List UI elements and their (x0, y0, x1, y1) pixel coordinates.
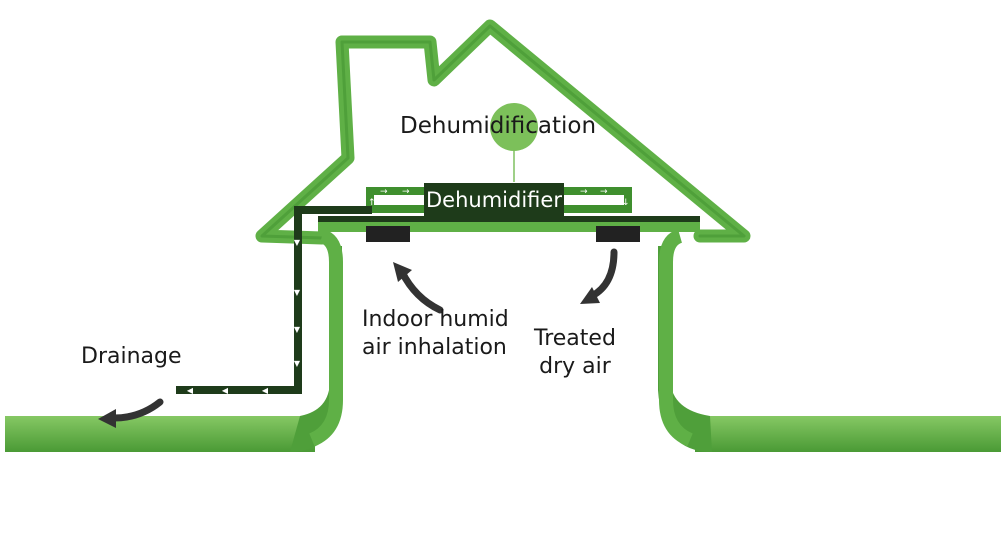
treated-air-label: Treated dry air (534, 325, 616, 381)
dehumidifier-label: Dehumidifier (426, 188, 562, 212)
svg-text:▼: ▼ (294, 238, 301, 247)
dehumidifier-box (424, 183, 564, 217)
dehumidification-circle (490, 103, 538, 151)
svg-text:◀: ◀ (262, 386, 269, 395)
svg-text:→: → (600, 187, 608, 197)
svg-text:◀: ◀ (187, 386, 194, 395)
indoor-air-label-line1: Indoor humid (362, 307, 509, 332)
drainage-pipe: ▼ ▼ ▼ ▼ ◀ ◀ ◀ (176, 206, 372, 395)
indoor-air-label-line2: air inhalation (362, 335, 507, 360)
svg-text:↑: ↑ (368, 198, 376, 208)
svg-text:↓: ↓ (622, 198, 630, 208)
svg-text:→: → (402, 187, 410, 197)
ceiling-top-strip (318, 216, 700, 222)
treated-air-label-line1: Treated (534, 326, 616, 351)
intake-vent (366, 226, 410, 242)
svg-text:→: → (580, 187, 588, 197)
house-outline (255, 19, 751, 447)
svg-text:▼: ▼ (294, 288, 301, 297)
dehumidification-label: Dehumidification (400, 113, 597, 139)
svg-text:◀: ◀ (222, 386, 229, 395)
svg-text:▼: ▼ (294, 325, 301, 334)
indoor-air-label: Indoor humid air inhalation (362, 306, 509, 362)
outlet-vent (596, 226, 640, 242)
svg-text:▼: ▼ (294, 359, 301, 368)
treated-air-label-line2: dry air (539, 354, 611, 379)
svg-text:→: → (380, 187, 388, 197)
intake-arrow (393, 262, 444, 314)
ceiling (318, 222, 700, 232)
drainage-label: Drainage (81, 344, 182, 369)
ground-right (658, 246, 1001, 452)
outlet-arrow (580, 248, 618, 304)
drainage-arrow (98, 398, 164, 428)
